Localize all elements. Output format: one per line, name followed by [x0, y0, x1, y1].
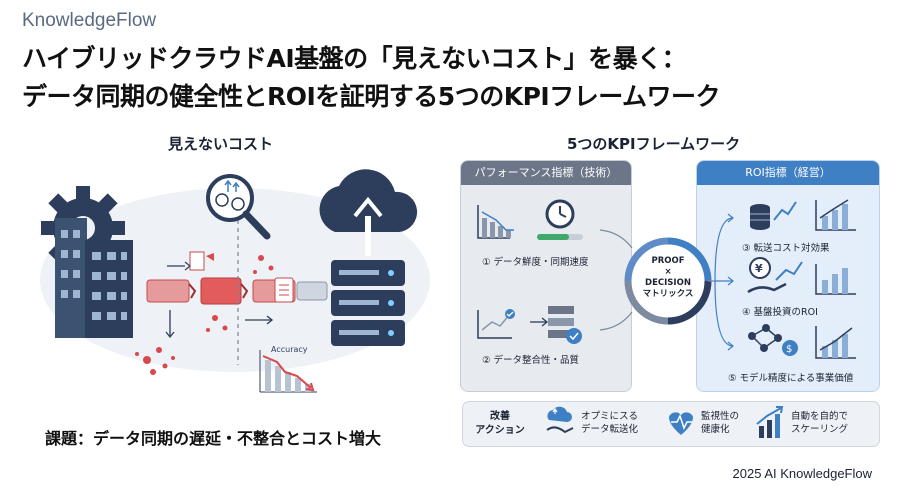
action-3-line-2: スケーリング [791, 424, 849, 435]
alert-document-icon [167, 251, 214, 271]
problem-statement: 課題：データ同期の遅延・不整合とコスト増大 [45, 429, 382, 448]
kpi-framework-heading: 5つのKPIフレームワーク [567, 135, 741, 153]
center-line-1: PROOF [651, 256, 685, 266]
roi-bar-chart-icon-2 [815, 264, 856, 295]
improvement-actions-bar: 改善 アクション オプミにスる データ転送化 監視性の 健康化 自動を自的で ス… [462, 401, 880, 447]
data-check-icon [530, 306, 582, 344]
action-1-line-2: データ転送化 [581, 424, 639, 435]
performance-panel: パフォーマンス指標（技術） [460, 160, 632, 392]
center-matrix-label: PROOF × DECISION マトリックス [625, 256, 711, 300]
title-line-1: ハイブリッドクラウドAI基盤の「見えないコスト」を暴く： [22, 44, 687, 73]
proof-decision-ring [624, 237, 712, 325]
footer-copyright: 2025 AI KnowledgeFlow [732, 466, 872, 481]
accuracy-label: Accuracy [271, 345, 308, 354]
cloud-transfer-icon [546, 406, 574, 434]
action-3-line-1: 自動を自的で [791, 411, 849, 422]
performance-panel-title: パフォーマンス指標（技術） [461, 161, 631, 185]
action-2-line-2: 健康化 [701, 424, 730, 435]
kpi-3-label: ③ 転送コスト対効果 [742, 243, 830, 254]
svg-text:¥: ¥ [755, 262, 763, 275]
brand-logo-text: KnowledgeFlow [22, 10, 157, 31]
svg-text:$: $ [786, 344, 792, 355]
action-1-line-1: オプミにスる [581, 411, 639, 422]
action-item-2: 監視性の 健康化 [701, 410, 739, 436]
magnifier-icon [206, 174, 271, 240]
accuracy-decline-chart [259, 350, 317, 393]
building-icon [55, 218, 133, 338]
kpi-4-label: ④ 基盤投資のROI [742, 307, 818, 318]
action-item-3: 自動を自的で スケーリング [791, 410, 848, 436]
server-stack-icon [331, 260, 405, 346]
data-loss-dots [135, 255, 274, 375]
rising-chart-icon [477, 309, 515, 339]
actions-title-line-1: 改善 [490, 411, 510, 422]
kpi-2-label: ② データ整合性・品質 [482, 355, 580, 366]
kpi-framework-diagram: パフォーマンス指標（技術） ROI指標（経営） [460, 160, 880, 395]
roi-bar-chart-icon-1 [815, 199, 856, 231]
center-line-2: × [664, 267, 672, 277]
coin-stack-icon [750, 201, 797, 230]
action-item-1: オプミにスる データ転送化 [581, 410, 638, 436]
network-value-icon: $ [748, 324, 798, 356]
decline-chart-icon [477, 205, 514, 239]
clock-icon [537, 199, 583, 240]
kpi-5-label: ⑤ モデル精度による事業価値 [728, 373, 854, 384]
page-title: ハイブリッドクラウドAI基盤の「見えないコスト」を暴く： データ同期の健全性とR… [22, 40, 882, 116]
roi-line-chart-icon-3 [815, 326, 856, 359]
center-line-4: マトリックス [642, 289, 694, 299]
hidden-cost-illustration: Accuracy [35, 160, 435, 405]
heart-pulse-icon [669, 412, 693, 435]
yen-investment-icon: ¥ [747, 257, 803, 294]
action-2-line-1: 監視性の [701, 411, 740, 422]
broken-pipeline-icon [146, 277, 328, 305]
roi-panel-title: ROI指標（経営） [697, 161, 879, 185]
kpi-1-label: ① データ鮮度・同期速度 [482, 257, 589, 268]
roi-branch-lines [714, 213, 734, 351]
actions-title: 改善 アクション [473, 410, 527, 438]
title-line-2: データ同期の健全性とROIを証明する5つのKPIフレームワーク [22, 82, 720, 111]
center-line-3: DECISION [645, 278, 691, 288]
hidden-cost-heading: 見えないコスト [168, 135, 274, 153]
cloud-upload-icon [319, 169, 418, 256]
actions-title-line-2: アクション [475, 425, 525, 436]
bar-growth-icon [756, 406, 784, 438]
